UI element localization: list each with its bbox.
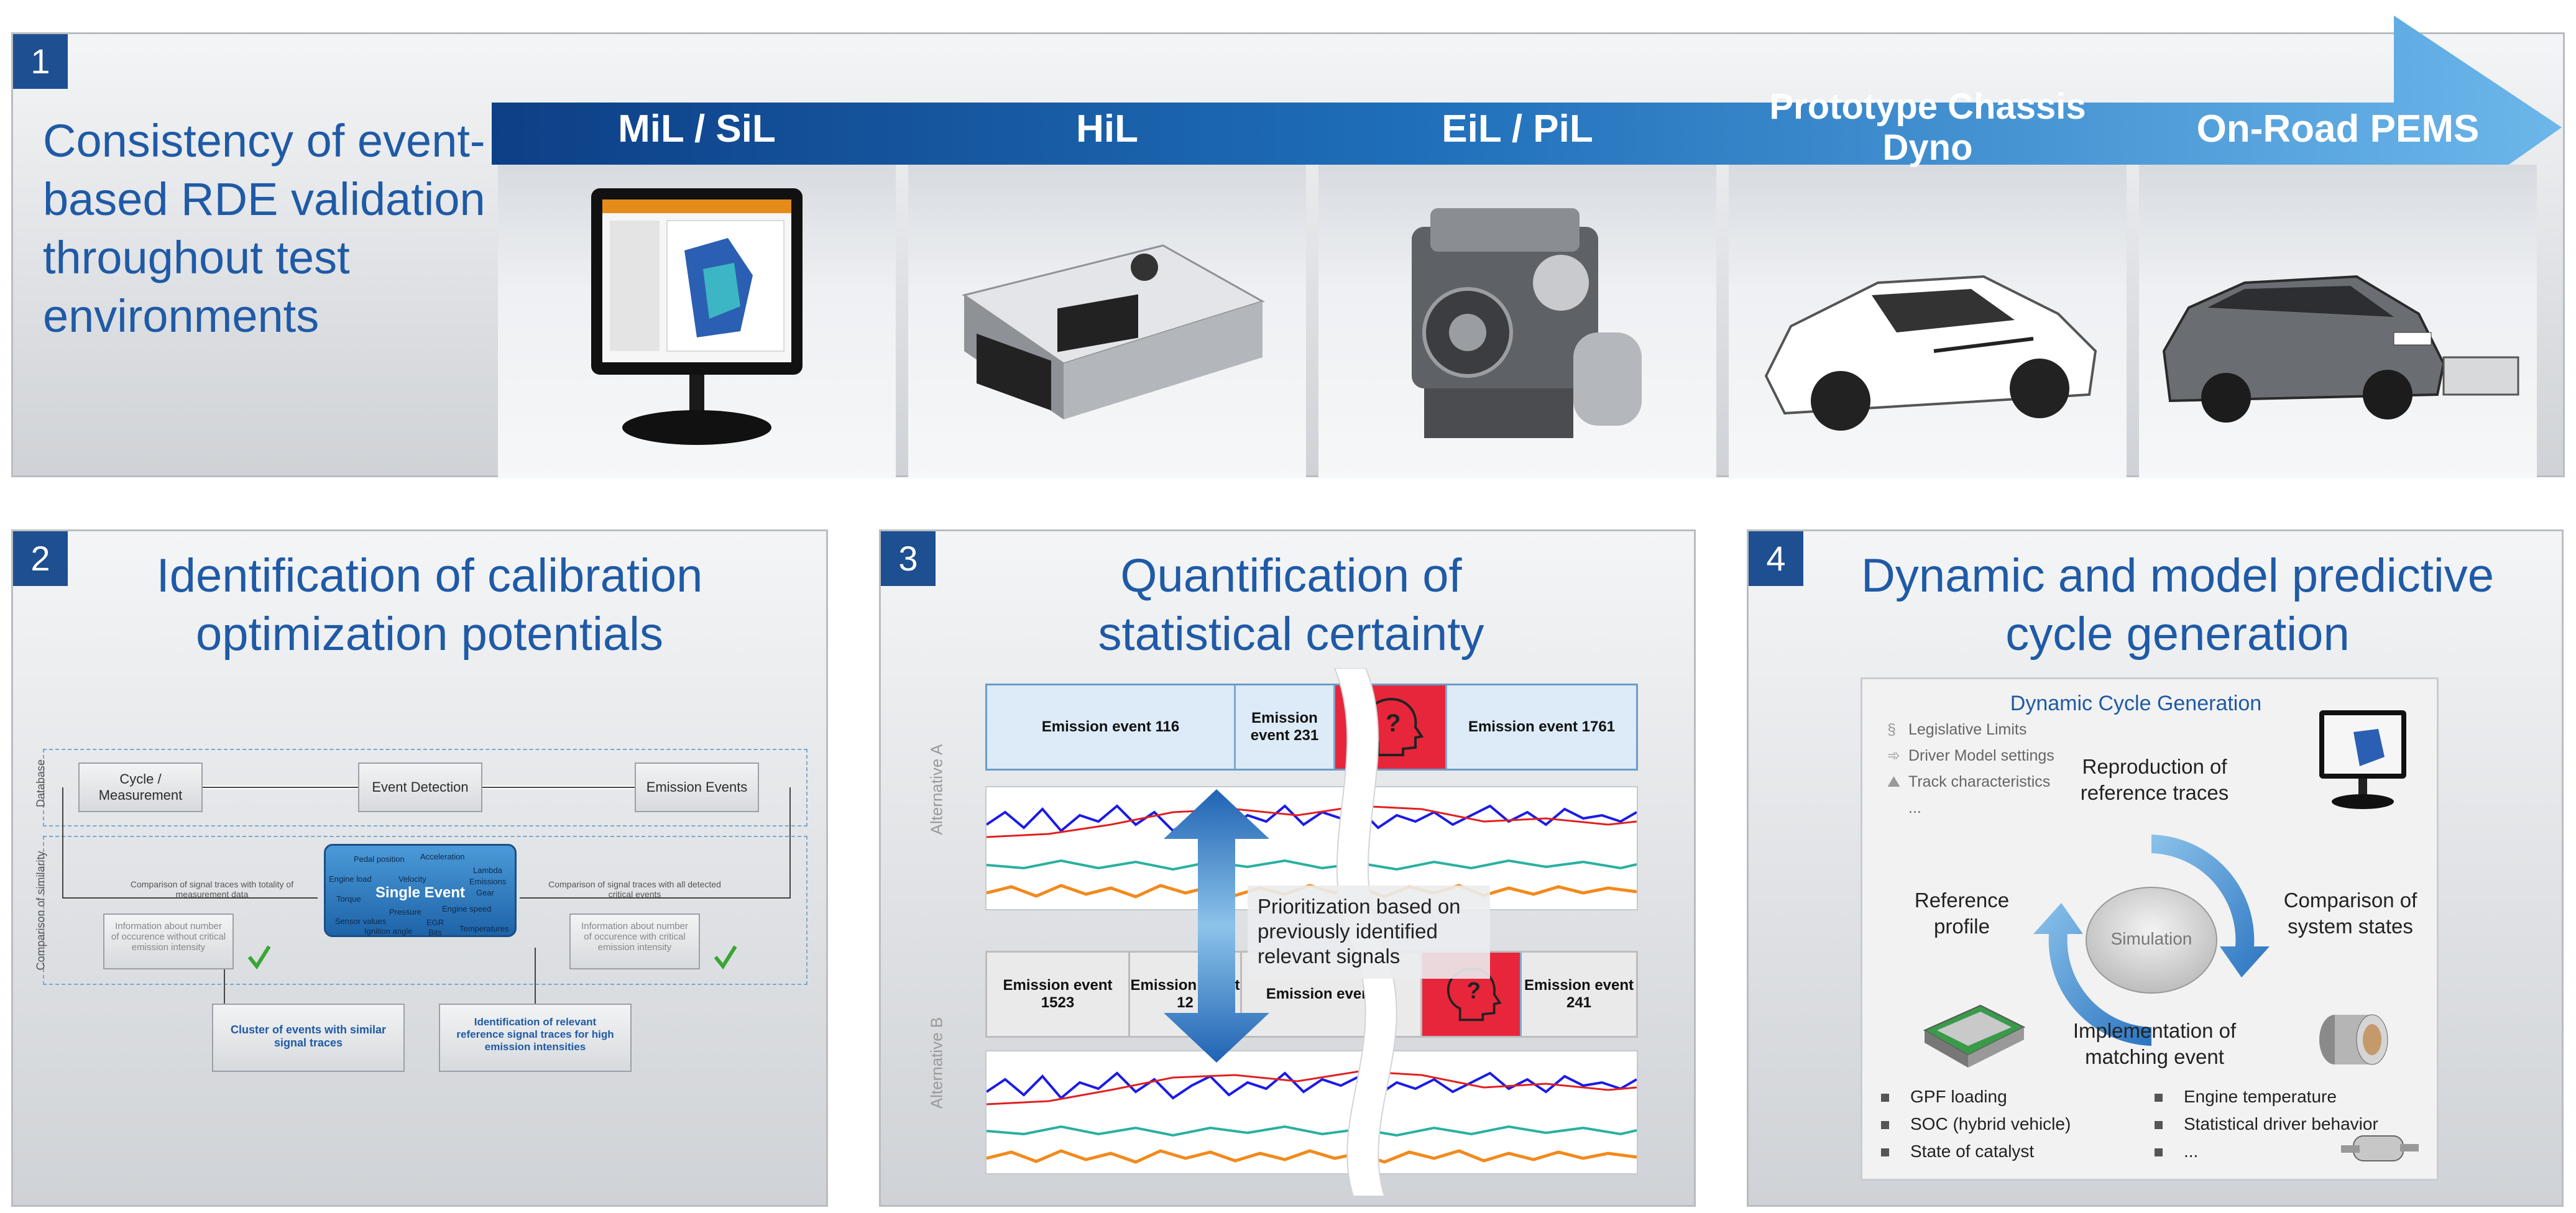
event-strip-a: Emission event 116 Emission event 231 ? …	[985, 684, 1638, 771]
double-arrow	[1164, 789, 1269, 1063]
right-info-box: Information about number of occurence wi…	[569, 913, 700, 969]
cycle-generation-frame: Dynamic Cycle Generation §Legislative Li…	[1861, 677, 2439, 1181]
panel-number-badge: 4	[1749, 531, 1803, 586]
implementation-label: Implementation of matching event	[2072, 1019, 2237, 1068]
signal-label: Sensor values	[335, 917, 387, 926]
bullet-square	[2155, 1121, 2163, 1130]
legislation-icon: §	[1887, 721, 1896, 738]
database-frame	[43, 749, 807, 826]
panel-test-environments: 1 Consistency of event-based RDE validat…	[11, 16, 2565, 478]
bullet-list-right: Engine temperature Statistical driver be…	[2155, 1083, 2378, 1165]
process-arrow	[492, 16, 2562, 245]
simulation-label: Simulation	[2110, 929, 2192, 948]
emission-events-box: Emission Events	[635, 762, 759, 812]
panel-title: Dynamic and model predictive cycle gener…	[1861, 549, 2495, 661]
reference-traces-box: Identification of relevant reference sig…	[439, 1004, 632, 1072]
frame-title: Dynamic Cycle Generation	[2010, 692, 2262, 715]
panel-title: Identification of calibration optimizati…	[156, 549, 703, 661]
panel-cycle-generation: 4 Dynamic and model predictive cycle gen…	[1747, 529, 2564, 1207]
panel-title: Quantification of statistical certainty	[1098, 549, 1484, 661]
svg-text:?: ?	[1466, 977, 1480, 1003]
input-list: §Legislative Limits ➾Driver Model settin…	[1887, 716, 2054, 821]
bullet-square	[2155, 1148, 2163, 1157]
event-cell: Emission event 231	[1236, 685, 1335, 769]
simulation-cycle	[2033, 835, 2270, 1046]
signal-label: Engine load	[329, 874, 372, 884]
left-compare-note: Comparison of signal traces with totalit…	[130, 879, 294, 899]
bullet-list-left: GPF loading SOC (hybrid vehicle) State o…	[1881, 1083, 2071, 1165]
alternative-a-label: Alternative A	[927, 744, 946, 835]
signal-label: EGR	[426, 918, 444, 927]
single-event-label: Single Event	[375, 884, 466, 901]
signal-label: Lambda	[473, 866, 502, 875]
bullet-square	[1881, 1094, 1889, 1102]
panel-number-badge: 1	[13, 34, 68, 89]
monitor-illustration	[591, 188, 803, 445]
signal-label: Temperatures	[459, 924, 509, 933]
alternative-b-label: Alternative B	[927, 1017, 946, 1109]
signal-label: Emissions	[469, 877, 507, 886]
signal-label: Velocity	[398, 874, 426, 884]
suv-pems-illustration	[2162, 275, 2519, 423]
ecu-illustration	[962, 244, 1265, 419]
svg-text:?: ?	[1386, 710, 1401, 737]
similarity-frame	[43, 836, 807, 985]
track-icon: ⛰	[1887, 773, 1901, 790]
flow-connectors	[62, 785, 791, 1004]
reference-profile-label: Reference profile	[1914, 889, 2010, 938]
single-event-box	[324, 844, 517, 937]
bullet-square	[1881, 1121, 1889, 1130]
signal-label: Acceleration	[420, 852, 465, 861]
panel-calibration-potentials: 2 Identification of calibration optimiza…	[11, 529, 828, 1207]
signal-label: Pedal position	[354, 854, 405, 864]
signal-label: Pressure	[389, 907, 422, 917]
stage-label-mil: MiL / SiL	[618, 108, 776, 150]
cluster-events-box: Cluster of events with similar signal tr…	[212, 1004, 405, 1072]
signal-label: Ignition angle	[364, 927, 413, 936]
panel-title: Consistency of event-based RDE validatio…	[43, 115, 485, 342]
panel-statistical-certainty: 3 Quantification of statistical certaint…	[879, 529, 1696, 1207]
right-compare-note: Comparison of signal traces with all det…	[548, 879, 721, 899]
stage-label-dyno: Prototype Chassis Dyno	[1769, 86, 2086, 168]
battery-illustration	[1923, 1004, 2026, 1068]
event-cell: Emission event 241	[1522, 953, 1636, 1036]
signal-label: Gear	[476, 888, 494, 897]
signal-label: Engine speed	[442, 904, 492, 913]
reproduction-label: Reproduction of reference traces	[2080, 755, 2229, 804]
event-detection-box: Event Detection	[358, 762, 482, 812]
prioritization-note: Prioritization based on previously ident…	[1248, 886, 1490, 979]
event-cell: Emission event 1523	[987, 953, 1130, 1036]
signal-label: Torque	[336, 894, 361, 904]
panel-number-badge: 3	[881, 531, 936, 586]
stage-label-pems: On-Road PEMS	[2196, 108, 2480, 150]
panel-number-badge: 2	[13, 531, 68, 586]
catalyst-illustration	[2319, 1014, 2388, 1065]
cycle-measurement-box: Cycle / Measurement	[78, 762, 203, 812]
signal-label: Bits	[428, 928, 442, 937]
prototype-car-illustration	[1764, 275, 2097, 431]
stage-label-hil: HiL	[1076, 108, 1138, 150]
comparison-label: Comparison of system states	[2283, 889, 2417, 938]
event-cell: Emission event 116	[987, 685, 1236, 769]
left-info-box: Information about number of occurence wi…	[103, 913, 234, 969]
bullet-square	[2155, 1094, 2163, 1102]
monitor-icon	[2319, 710, 2406, 809]
exhaust-part-illustration	[2341, 1135, 2419, 1161]
bullet-square	[1881, 1148, 1889, 1157]
signal-trace-b	[985, 1050, 1638, 1174]
event-cell: Emission event 1761	[1447, 685, 1636, 769]
driver-icon: ➾	[1887, 747, 1900, 764]
engine-illustration	[1412, 208, 1642, 438]
stage-label-eil: EiL / PiL	[1442, 108, 1593, 150]
